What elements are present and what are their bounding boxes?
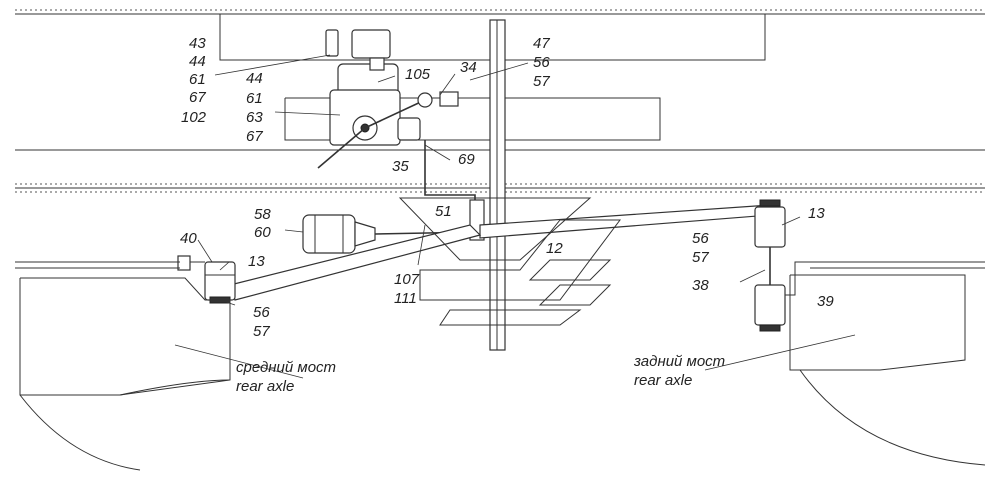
label-12: 12 xyxy=(546,240,563,257)
label-56-b: 56 xyxy=(253,304,270,321)
label-67-b: 67 xyxy=(246,128,263,145)
label-61: 61 xyxy=(189,71,206,88)
label-44: 44 xyxy=(189,53,206,70)
axle-captions: средний мост rear axle задний мост rear … xyxy=(236,353,725,395)
middle-axle-caption-en: rear axle xyxy=(236,378,294,395)
label-102: 102 xyxy=(181,109,207,126)
middle-axle xyxy=(15,261,231,471)
label-35: 35 xyxy=(392,158,409,175)
brake-regulator xyxy=(317,29,476,210)
part-labels: 43 44 61 67 102 44 61 63 67 105 34 47 56… xyxy=(180,35,834,340)
label-13: 13 xyxy=(248,253,265,270)
label-111: 111 xyxy=(394,290,417,307)
label-57-b: 57 xyxy=(253,323,270,340)
label-56: 56 xyxy=(533,54,550,71)
rear-axle-caption-ru: задний мост xyxy=(633,353,725,370)
middle-axle-caption-ru: средний мост xyxy=(236,359,336,376)
rear-axle xyxy=(789,261,986,466)
leader-lines xyxy=(174,54,856,379)
label-56-c: 56 xyxy=(692,230,709,247)
label-57: 57 xyxy=(533,73,550,90)
cross-member-shapes xyxy=(398,197,621,326)
label-43: 43 xyxy=(189,35,206,52)
label-107: 107 xyxy=(394,271,420,288)
label-61-b: 61 xyxy=(246,90,263,107)
linkage-rod xyxy=(229,199,771,301)
label-44-b: 44 xyxy=(246,70,263,87)
label-69: 69 xyxy=(458,151,475,168)
label-40: 40 xyxy=(180,230,197,247)
rear-axle-caption-en: rear axle xyxy=(634,372,692,389)
label-63: 63 xyxy=(246,109,263,126)
label-105: 105 xyxy=(405,66,431,83)
label-47: 47 xyxy=(533,35,550,52)
label-39: 39 xyxy=(817,293,834,310)
label-34: 34 xyxy=(460,59,477,76)
rear-axle-bracket xyxy=(754,199,810,332)
label-60: 60 xyxy=(254,224,271,241)
label-51: 51 xyxy=(435,203,452,220)
label-67: 67 xyxy=(189,89,206,106)
label-38: 38 xyxy=(692,277,709,294)
label-57-c: 57 xyxy=(692,249,709,266)
label-13-b: 13 xyxy=(808,205,825,222)
label-58: 58 xyxy=(254,206,271,223)
